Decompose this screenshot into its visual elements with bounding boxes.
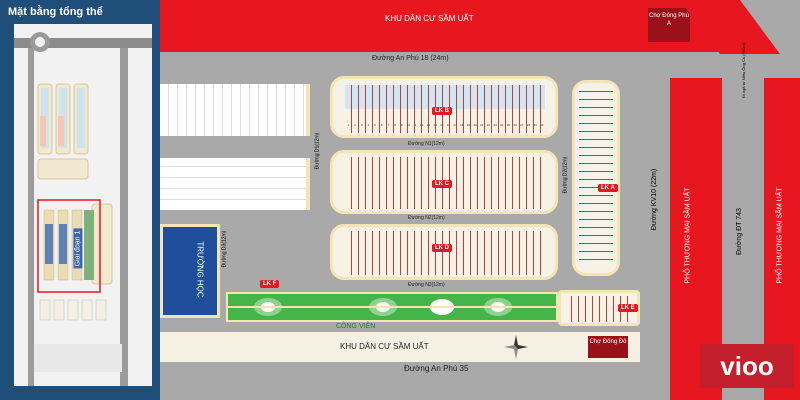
lot-number: 17 — [453, 123, 457, 127]
lot-number: 22 — [486, 123, 491, 127]
lot-number: 29 — [533, 123, 537, 127]
overview-map-drawing — [14, 24, 152, 386]
road-n2-label: Đường N2(12m) — [408, 215, 445, 221]
school-block — [160, 224, 220, 318]
bottom-residential-zone — [160, 332, 640, 362]
lot-number: 5 — [374, 123, 376, 127]
label-lk-e: LK E — [618, 304, 638, 312]
overview-title: Mặt bằng tổng thể — [8, 6, 103, 18]
lot-number: 14 — [433, 123, 437, 127]
label-lk-f: LK F — [260, 280, 280, 288]
lot-number: 12 — [420, 123, 424, 127]
lot-number: 7 — [387, 123, 390, 127]
lot-number: 16 — [446, 123, 451, 127]
lot-number: 21 — [480, 123, 484, 127]
compass-icon — [504, 335, 528, 359]
lot-number: 23 — [493, 123, 497, 127]
lot-number: 26 — [513, 123, 517, 127]
lot-number: 1 — [347, 123, 350, 127]
lot-number: 8 — [394, 123, 396, 127]
overview-map: Giai đoạn 1 — [14, 24, 152, 386]
block-lk-d — [330, 224, 558, 280]
road-d2-label: Đường D2(12m) — [562, 156, 569, 194]
school-label: TRƯỜNG HỌC — [195, 241, 205, 298]
market-dong-do: Chợ Đông Đô — [588, 336, 628, 358]
lot-number: 18 — [460, 123, 464, 127]
lot-number: 9 — [400, 123, 403, 127]
left-lot-area-2 — [160, 158, 310, 210]
block-lk-a — [572, 80, 620, 276]
lot-number: 27 — [520, 123, 524, 127]
road-kv10-label: Đường KV10 (22m) — [651, 168, 659, 231]
lot-number: 6 — [380, 123, 383, 127]
block-lk-a-lots — [579, 89, 613, 267]
overview-panel: Mặt bằng tổng thể — [0, 0, 160, 400]
top-residential-zone — [160, 0, 720, 52]
main-site-plan: KHU DÂN CƯ SẦM UẤT Chợ Đông Phú A Đường … — [160, 0, 800, 400]
road-dt743-label: Đường ĐT 743 — [735, 208, 743, 255]
lot-number: 15 — [440, 123, 444, 127]
road-d1-label: Đường D1(12m) — [314, 132, 321, 170]
lot-number: 20 — [473, 123, 477, 127]
road-d3-label: Đường D3(12m) — [221, 230, 228, 268]
lot-number: 24 — [500, 123, 504, 127]
road-an-phu-18: Đường An Phú 18 (24m) — [372, 55, 449, 62]
label-lk-d: LK D — [432, 244, 452, 252]
lot-number: 13 — [426, 123, 431, 127]
market-dong-phu-a: Chợ Đông Phú A — [648, 8, 690, 42]
park-label: CÔNG VIÊN — [336, 323, 376, 330]
lot-number: 28 — [526, 123, 531, 127]
lot-number: 11 — [413, 123, 417, 127]
left-lot-area-1 — [160, 84, 310, 136]
block-lk-d-lots — [345, 231, 545, 275]
lot-number: 4 — [367, 123, 370, 127]
commercial-strip-1-label: PHỐ THƯƠNG MẠI SẦM UẤT — [684, 187, 692, 284]
park-features — [228, 298, 556, 316]
lot-number: 10 — [406, 123, 411, 127]
road-an-phu-35: Đường An Phú 35 — [404, 364, 469, 373]
label-lk-b: LK B — [432, 107, 452, 115]
top-right-red-corner — [680, 0, 780, 54]
label-lk-a: LK A — [598, 184, 618, 192]
lot-number: 3 — [360, 123, 363, 127]
lot-number: 30 — [540, 123, 544, 127]
top-residential-label: KHU DÂN CƯ SẦM UẤT — [385, 14, 474, 23]
road-n3-label: Đường N3(12m) — [408, 282, 445, 288]
road-n1-label: Đường N1(12m) — [408, 141, 445, 147]
vioo-logo: vioo — [700, 344, 794, 388]
side-note-label: Đi ngã tư Miếu Ông Cù (500m) — [740, 43, 746, 98]
lot-number: 25 — [506, 123, 511, 127]
lot-number: 2 — [354, 123, 356, 127]
label-lk-c: LK C — [432, 180, 452, 188]
phase-1-label: Giai đoạn 1 — [73, 228, 83, 269]
commercial-strip-2-label: PHỐ THƯƠNG MẠI SẦM UẤT — [776, 187, 784, 284]
park-area — [226, 292, 558, 322]
lot-number: 19 — [466, 123, 471, 127]
bottom-residential-label: KHU DÂN CƯ SẦM UẤT — [340, 342, 429, 351]
